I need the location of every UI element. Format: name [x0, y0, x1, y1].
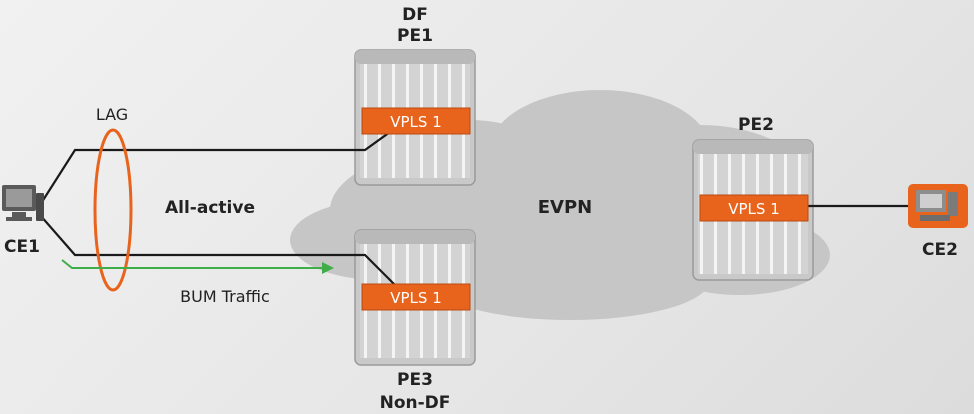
lag-ellipse: [93, 128, 133, 292]
all-active-label: All-active: [165, 198, 255, 218]
vpls-box-pe3: VPLS 1: [361, 283, 471, 311]
bum-traffic-label: BUM Traffic: [180, 287, 270, 306]
pe3-label: PE3: [397, 370, 433, 390]
link-ce1-pe1: [39, 131, 391, 206]
links: [39, 131, 920, 293]
computer-icon: [2, 185, 44, 221]
vpls-label-pe3: VPLS 1: [390, 289, 442, 307]
ce2-label: CE2: [922, 240, 958, 260]
evpn-label: EVPN: [538, 197, 592, 218]
vpls-label-pe1: VPLS 1: [390, 113, 442, 131]
vpls-label-pe2: VPLS 1: [728, 200, 780, 218]
df-label: DF: [402, 5, 428, 25]
lag-label: LAG: [96, 105, 128, 124]
vpls-box-pe1: VPLS 1: [361, 107, 471, 135]
link-ce1-pe3: [39, 214, 403, 293]
non-df-label: Non-DF: [380, 393, 451, 413]
bum-traffic-arrow: [61, 259, 334, 274]
pe2-label: PE2: [738, 115, 774, 135]
pe1-label: PE1: [397, 26, 433, 46]
vpls-box-pe2: VPLS 1: [699, 194, 809, 222]
ce1-label: CE1: [4, 237, 40, 257]
computer-icon: [908, 184, 968, 228]
